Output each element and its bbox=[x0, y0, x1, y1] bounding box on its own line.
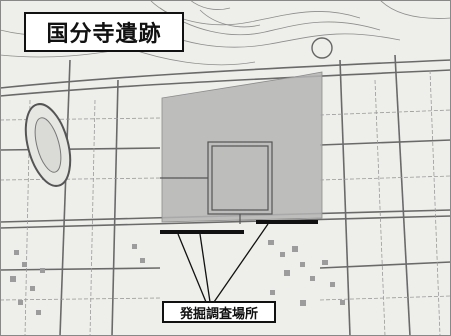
temple-precinct bbox=[160, 141, 273, 224]
excavation-label: 発掘調査場所 bbox=[162, 301, 276, 323]
site-area-shading bbox=[161, 71, 323, 223]
map-title-text: 国分寺遺跡 bbox=[46, 22, 162, 47]
map-title: 国分寺遺跡 bbox=[24, 12, 184, 52]
roundabout-feature bbox=[311, 37, 333, 59]
leader-lines bbox=[177, 223, 269, 303]
excavation-label-text: 発掘調査場所 bbox=[179, 306, 258, 322]
excavation-trench-west bbox=[160, 230, 244, 234]
pond-feature bbox=[24, 103, 72, 187]
roads bbox=[0, 54, 451, 336]
settlement-blocks bbox=[10, 240, 345, 315]
excavation-trench-east bbox=[256, 220, 318, 224]
